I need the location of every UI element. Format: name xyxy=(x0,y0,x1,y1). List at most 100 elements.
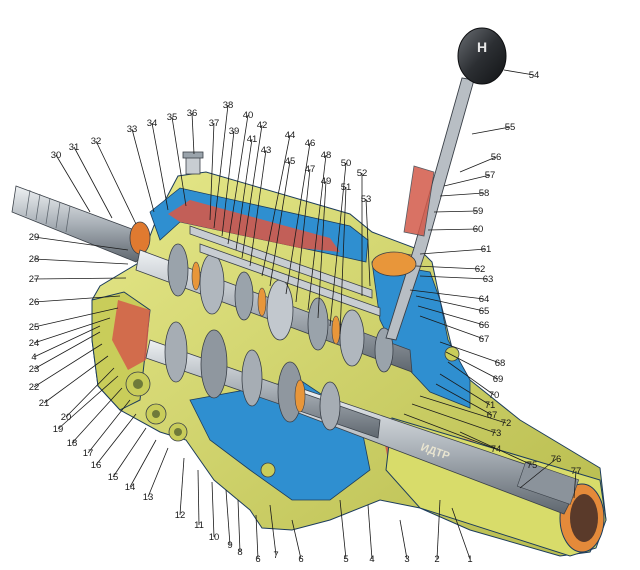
callout-number-24: 24 xyxy=(29,338,40,349)
callout-number-74: 74 xyxy=(491,444,502,455)
callout-number-65: 65 xyxy=(479,306,490,317)
callout-leader-47 xyxy=(295,168,311,303)
callout-number-18: 18 xyxy=(67,438,78,449)
callout-number-51: 51 xyxy=(341,182,352,193)
callout-leader-67 xyxy=(419,315,485,340)
callout-leader-11 xyxy=(197,469,200,526)
callout-number-33: 33 xyxy=(127,124,138,135)
callout-leader-76 xyxy=(519,458,557,489)
callout-number-7: 7 xyxy=(273,550,278,561)
callout-leader-24 xyxy=(33,317,111,344)
callout-leader-73 xyxy=(411,403,497,434)
callout-number-66: 66 xyxy=(479,320,490,331)
callout-number-30: 30 xyxy=(51,150,62,161)
callout-number-71: 71 xyxy=(485,400,496,411)
callout-leader-71 xyxy=(439,373,491,406)
callout-number-11: 11 xyxy=(194,520,204,531)
callout-leader-50 xyxy=(329,162,347,327)
input-shaft xyxy=(11,185,147,263)
callout-leader-6 xyxy=(255,514,259,560)
callout-leader-22 xyxy=(33,343,103,388)
callout-leader-1 xyxy=(451,507,471,560)
callout-number-73: 73 xyxy=(491,428,502,439)
callout-number-2: 2 xyxy=(434,554,439,565)
callout-leader-35 xyxy=(171,116,187,207)
callout-number-60: 60 xyxy=(473,224,484,235)
boss-holes xyxy=(133,379,182,436)
callout-number-45: 45 xyxy=(285,156,296,167)
callout-number-35: 35 xyxy=(167,112,178,123)
main-shaft-gears xyxy=(167,243,394,373)
callout-number-34: 34 xyxy=(147,118,158,129)
callout-number-1: 1 xyxy=(467,554,472,565)
callout-leader-42 xyxy=(241,124,263,259)
callout-number-52: 52 xyxy=(357,168,368,179)
callout-number-47: 47 xyxy=(305,164,316,175)
callout-leader-3 xyxy=(399,519,408,560)
shift-pattern-glyph: H xyxy=(477,39,487,55)
callout-number-68: 68 xyxy=(495,358,506,369)
callout-number-27: 27 xyxy=(29,274,40,285)
callout-leader-49 xyxy=(317,180,327,319)
callout-leader-32 xyxy=(95,140,137,225)
callout-leader-37 xyxy=(209,122,215,221)
callout-number-26: 26 xyxy=(29,297,40,308)
oil-cavity-top xyxy=(168,200,340,252)
callout-leader-57 xyxy=(443,174,491,187)
callout-leader-7 xyxy=(269,504,277,556)
callout-number-67: 67 xyxy=(479,334,490,345)
callout-leader-65 xyxy=(415,295,485,312)
callout-leader-48 xyxy=(307,154,327,311)
callout-leader-4 xyxy=(367,504,373,560)
callout-number-44: 44 xyxy=(285,130,296,141)
callout-number-10: 10 xyxy=(209,532,220,543)
callout-leader-26 xyxy=(33,295,121,303)
callout-number-50: 50 xyxy=(341,158,352,169)
callout-number-72: 72 xyxy=(501,418,512,429)
callout-leader-45 xyxy=(269,160,291,287)
callout-leader-29 xyxy=(33,236,129,251)
callout-leader-16 xyxy=(95,413,137,466)
callout-number-23: 23 xyxy=(29,364,40,375)
callout-leader-8 xyxy=(237,499,241,553)
callout-leader-43 xyxy=(249,149,267,267)
callout-number-13: 13 xyxy=(143,492,154,503)
callout-leader-13 xyxy=(147,447,169,498)
callout-number-75: 75 xyxy=(527,460,538,471)
callout-leader-19 xyxy=(57,375,119,430)
input-bearing-ring xyxy=(129,221,151,255)
callout-number-56: 56 xyxy=(491,152,502,163)
callout-number-39: 39 xyxy=(229,126,240,137)
callout-leader-6 xyxy=(291,519,302,560)
callout-number-46: 46 xyxy=(305,138,316,149)
callout-leader-39 xyxy=(221,130,235,237)
callout-leader-62 xyxy=(415,265,481,270)
callout-leader-9 xyxy=(225,489,231,546)
callout-number-4: 4 xyxy=(369,554,374,565)
callout-number-22: 22 xyxy=(29,382,40,393)
callout-leader-2 xyxy=(436,499,441,560)
callout-number-67: 67 xyxy=(487,410,498,421)
callout-leader-58 xyxy=(439,192,485,197)
callout-number-37: 37 xyxy=(209,118,220,129)
callout-leader-31 xyxy=(73,146,113,219)
callout-number-28: 28 xyxy=(29,254,40,265)
callout-number-36: 36 xyxy=(187,108,198,119)
callout-leader-38 xyxy=(213,104,229,229)
callout-number-21: 21 xyxy=(39,398,50,409)
callout-number-48: 48 xyxy=(321,150,332,161)
callout-number-38: 38 xyxy=(223,100,234,111)
callout-leader-56 xyxy=(459,156,497,173)
callout-number-31: 31 xyxy=(69,142,80,153)
callout-number-41: 41 xyxy=(247,134,258,145)
callout-number-49: 49 xyxy=(321,176,332,187)
callout-leader-64 xyxy=(409,289,485,300)
callout-leader-33 xyxy=(131,128,155,213)
callout-leader-70 xyxy=(447,361,495,396)
callout-leader-23 xyxy=(33,331,101,370)
callout-number-54: 54 xyxy=(529,70,540,81)
callout-leader-17 xyxy=(87,399,131,454)
callout-leader-36 xyxy=(191,112,195,155)
callout-leader-10 xyxy=(211,481,215,538)
oil-cavity-front xyxy=(112,300,150,370)
